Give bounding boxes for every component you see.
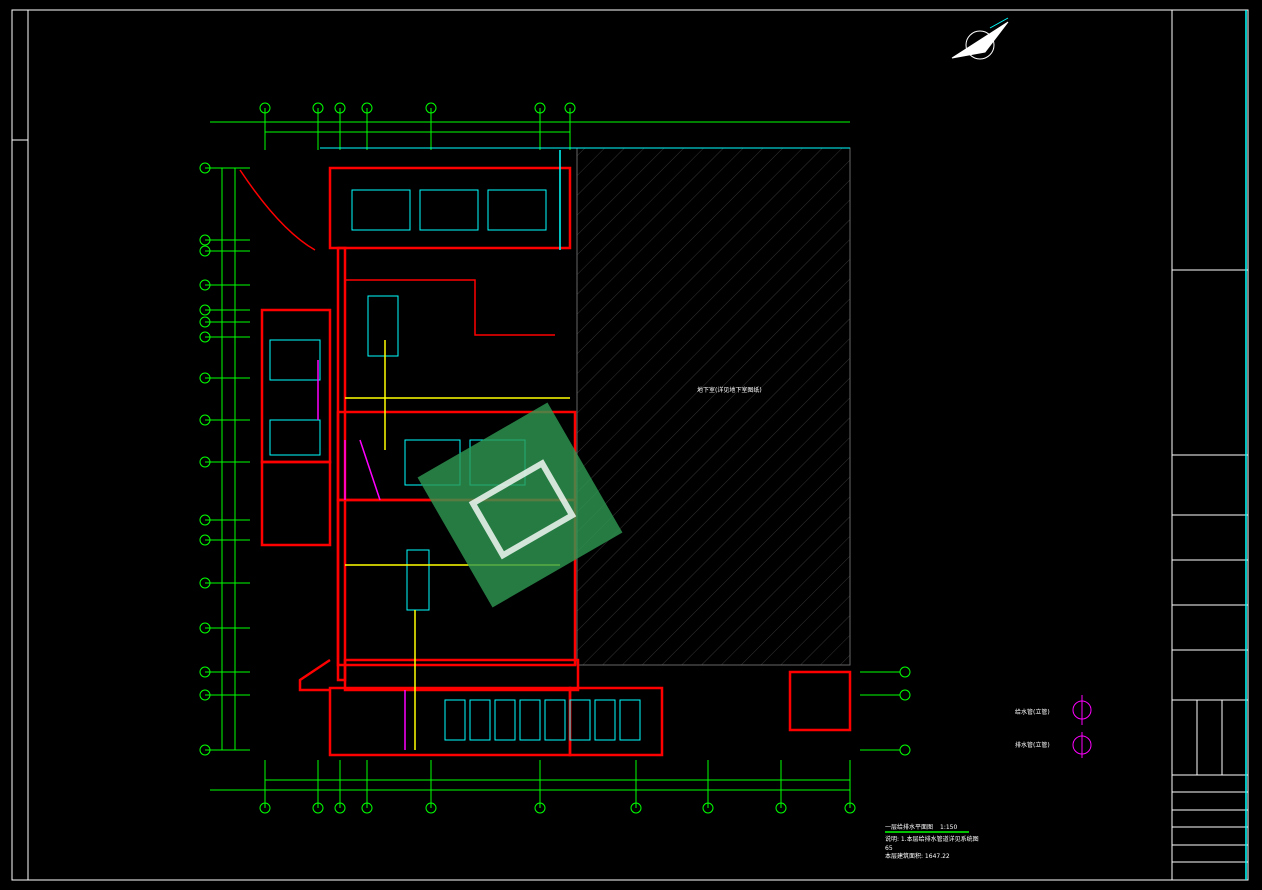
pipe-line [239, 169, 316, 251]
fixture [469, 699, 491, 741]
fixture [619, 699, 641, 741]
fixture [569, 699, 591, 741]
grid-bubble [899, 744, 911, 756]
area-note: 本层建筑面积: 1647.22 [885, 852, 950, 860]
grid-bubble [312, 102, 324, 114]
grid-bubble [199, 234, 211, 246]
grid-bubble [199, 372, 211, 384]
grid-bubble [199, 331, 211, 343]
grid-bubble [775, 802, 787, 814]
grid-bubble [199, 744, 211, 756]
grid-bubble [199, 689, 211, 701]
room-furniture [269, 419, 321, 456]
wall [568, 686, 664, 757]
grid-bubble [361, 102, 373, 114]
grid-bubble [534, 102, 546, 114]
wall [298, 658, 331, 692]
classroom-desks [487, 189, 547, 231]
grid-bubble [199, 279, 211, 291]
grid-bubble [259, 102, 271, 114]
fixture [494, 699, 516, 741]
fixture [544, 699, 566, 741]
note-line-1: 说明: 1.本层给排水管道详见系统图 [885, 835, 979, 843]
grid-bubble [199, 534, 211, 546]
grid-bubble [199, 245, 211, 257]
grid-bubble [425, 102, 437, 114]
grid-bubble [199, 304, 211, 316]
fixture [519, 699, 541, 741]
legend-symbols [1072, 695, 1092, 758]
pipe-line [344, 439, 381, 501]
grid-bubble [564, 102, 576, 114]
legend-drainage: 排水管(立管) [1015, 741, 1050, 749]
equipment [406, 549, 430, 611]
grid-bubble [334, 102, 346, 114]
grid-bubble [844, 802, 856, 814]
plan-title: 一层给排水平面图 [885, 823, 933, 831]
room-furniture [269, 339, 321, 381]
fixture [444, 699, 466, 741]
grid-bubble [630, 802, 642, 814]
basement-area [576, 147, 851, 666]
grid-bubble [199, 622, 211, 634]
grid-bubble [899, 689, 911, 701]
classroom-desks [419, 189, 479, 231]
grid-bubble [199, 577, 211, 589]
wall [343, 658, 580, 692]
classroom-desks [351, 189, 411, 231]
grid-bubble [199, 666, 211, 678]
wall [328, 166, 572, 250]
grid-bubble [259, 802, 271, 814]
wall [260, 460, 332, 547]
legend-water-supply: 给水管(立管) [1015, 708, 1050, 716]
grid-bubble [199, 514, 211, 526]
wall [788, 670, 852, 732]
plan-scale: 1:150 [940, 824, 957, 831]
basement-label: 地下室(详见地下室图纸) [697, 386, 762, 394]
note-line-2: 65 [885, 845, 893, 852]
wall [328, 686, 572, 757]
grid-bubble [312, 802, 324, 814]
grid-bubble [199, 414, 211, 426]
grid-bubble [899, 666, 911, 678]
grid-bubble [199, 162, 211, 174]
grid-bubble [199, 316, 211, 328]
watermark-logo [417, 402, 623, 608]
north-arrow-icon [951, 17, 1009, 60]
pipe-line [345, 279, 555, 336]
grid-bubble [334, 802, 346, 814]
grid-bubble [199, 456, 211, 468]
grid-bubble [534, 802, 546, 814]
title-block [1171, 9, 1249, 881]
equipment [367, 295, 399, 357]
grid-bubble [425, 802, 437, 814]
fixture [594, 699, 616, 741]
grid-bubble [361, 802, 373, 814]
grid-bubble [702, 802, 714, 814]
